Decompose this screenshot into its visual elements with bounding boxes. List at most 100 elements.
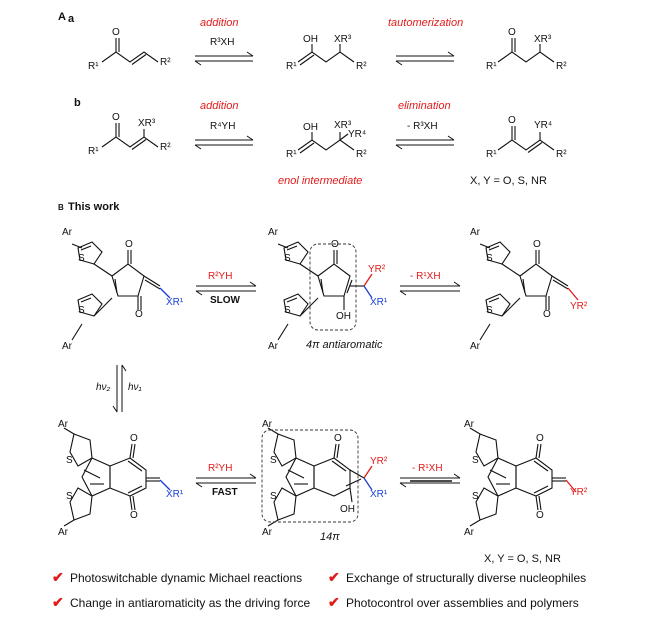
ar-label: Ar — [268, 227, 278, 238]
row-b-mid-xr3: XR³ — [334, 120, 352, 131]
row-b-prod-yr4: YR⁴ — [534, 120, 553, 131]
enol-oh: OH — [336, 311, 351, 322]
row-b-reagent2: - R³XH — [407, 121, 438, 132]
panel-b-letter: B — [58, 203, 64, 212]
panel-b-title: This work — [68, 201, 120, 213]
row-b-equilibrium-1 — [194, 135, 254, 150]
molecule-closed-right — [469, 427, 566, 527]
yr2-bond-closed-right — [565, 479, 577, 493]
sulfur-label: S — [78, 305, 85, 316]
top-reagent: R²YH — [208, 271, 233, 282]
carbonyl-o: O — [536, 510, 544, 521]
sulfur-label: S — [472, 491, 479, 502]
row-b-equilibrium-2 — [395, 135, 455, 150]
top-equilibrium-1 — [195, 281, 257, 296]
sulfur-label: S — [270, 455, 277, 466]
row-b-mid-yr4: YR⁴ — [348, 129, 367, 140]
row-b-prod-r1: R¹ — [486, 149, 497, 160]
row-a-mid-r1: R¹ — [286, 61, 297, 72]
row-b-step2: elimination — [398, 100, 451, 112]
molecule-enol-top — [277, 241, 364, 341]
row-a-product — [497, 38, 555, 63]
row-b-prod-o: O — [508, 115, 516, 126]
top-condition: SLOW — [210, 295, 240, 306]
row-b-intermediate — [297, 132, 355, 154]
molecule-open-left — [71, 241, 161, 341]
sulfur-label: S — [78, 253, 85, 264]
sulfur-label: S — [66, 491, 73, 502]
row-a-reagent1: R³XH — [210, 37, 235, 48]
xr1-label: XR¹ — [370, 297, 388, 308]
ar-label: Ar — [262, 527, 272, 538]
row-a-prod-xr3: XR³ — [534, 34, 552, 45]
row-b-reagent1: R⁴YH — [210, 121, 236, 132]
carbonyl-o: O — [536, 433, 544, 444]
yr2-label: YR² — [368, 264, 386, 275]
aromatic-system-box — [261, 429, 359, 523]
sulfur-label: S — [270, 491, 277, 502]
panel-b-xy-note: X, Y = O, S, NR — [484, 553, 561, 565]
row-b-prod-r2: R² — [556, 149, 567, 160]
row-b-mid-oh: OH — [303, 122, 318, 133]
highlight-item: Photoswitchable dynamic Michael reaction… — [70, 571, 303, 585]
photo-switch-arrows — [112, 364, 127, 413]
highlight-item: Change in antiaromaticity as the driving… — [70, 596, 311, 610]
yr2-label: YR² — [570, 301, 588, 312]
row-a-prod-r1: R¹ — [486, 61, 497, 72]
carbonyl-o: O — [334, 433, 342, 444]
bottom-equilibrium-1 — [195, 473, 257, 488]
sulfur-label: S — [472, 455, 479, 466]
sulfur-label: S — [284, 305, 291, 316]
row-b-xy-note: X, Y = O, S, NR — [470, 175, 547, 187]
bottom-elimination: - R¹XH — [412, 463, 443, 474]
ar-label: Ar — [58, 419, 68, 430]
molecule-closed-left — [63, 427, 160, 527]
bottom-reagent: R²YH — [208, 463, 233, 474]
carbonyl-o: O — [125, 239, 133, 250]
sulfur-label: S — [486, 253, 493, 264]
carbonyl-o: O — [331, 239, 339, 250]
ar-label: Ar — [470, 341, 480, 352]
row-b-substrate — [101, 123, 159, 150]
row-a-step1: addition — [200, 17, 239, 29]
yr2-label: YR² — [370, 456, 388, 467]
enol-oh: OH — [340, 504, 355, 515]
top-elimination: - R¹XH — [410, 271, 441, 282]
ar-label: Ar — [262, 419, 272, 430]
sulfur-label: S — [66, 455, 73, 466]
xr1-bond-closed-left — [159, 479, 171, 491]
row-a-sub-r2: R² — [160, 57, 171, 68]
molecule-open-right — [479, 241, 569, 341]
row-a-prod-o: O — [508, 27, 516, 38]
sulfur-label: S — [486, 305, 493, 316]
row-a-step2: tautomerization — [388, 17, 464, 29]
ar-label: Ar — [464, 419, 474, 430]
row-b-mid-r1: R¹ — [286, 149, 297, 160]
carbonyl-o: O — [543, 309, 551, 320]
xr1-label: XR¹ — [166, 297, 184, 308]
row-a-prod-r2: R² — [556, 61, 567, 72]
row-b-sub-r2: R² — [160, 142, 171, 153]
panel-a-letter: A — [58, 11, 66, 23]
enol-top-xr1-bond — [363, 285, 373, 299]
row-b-sub-o: O — [112, 112, 120, 123]
bottom-condition: FAST — [212, 487, 238, 498]
row-a-equilibrium-1 — [194, 51, 254, 66]
row-b-step1: addition — [200, 100, 239, 112]
enol-top-yr2-bond — [363, 273, 373, 287]
row-a-sub-r1: R¹ — [88, 61, 99, 72]
row-a-label: a — [68, 13, 75, 25]
antiaromatic-caption: 4π antiaromatic — [306, 339, 383, 351]
xr1-label: XR¹ — [370, 489, 388, 500]
antiaromatic-ring-box — [309, 243, 357, 331]
ar-label: Ar — [62, 341, 72, 352]
ar-label: Ar — [62, 227, 72, 238]
xr1-bond-open-left — [159, 287, 171, 299]
row-b-label: b — [74, 97, 81, 109]
check-icon: ✔ — [328, 594, 340, 610]
carbonyl-o: O — [130, 510, 138, 521]
yr2-bond-open-right — [567, 287, 579, 301]
row-b-sub-xr3: XR³ — [138, 118, 156, 129]
row-b-product — [497, 126, 555, 153]
top-equilibrium-2 — [399, 281, 461, 296]
